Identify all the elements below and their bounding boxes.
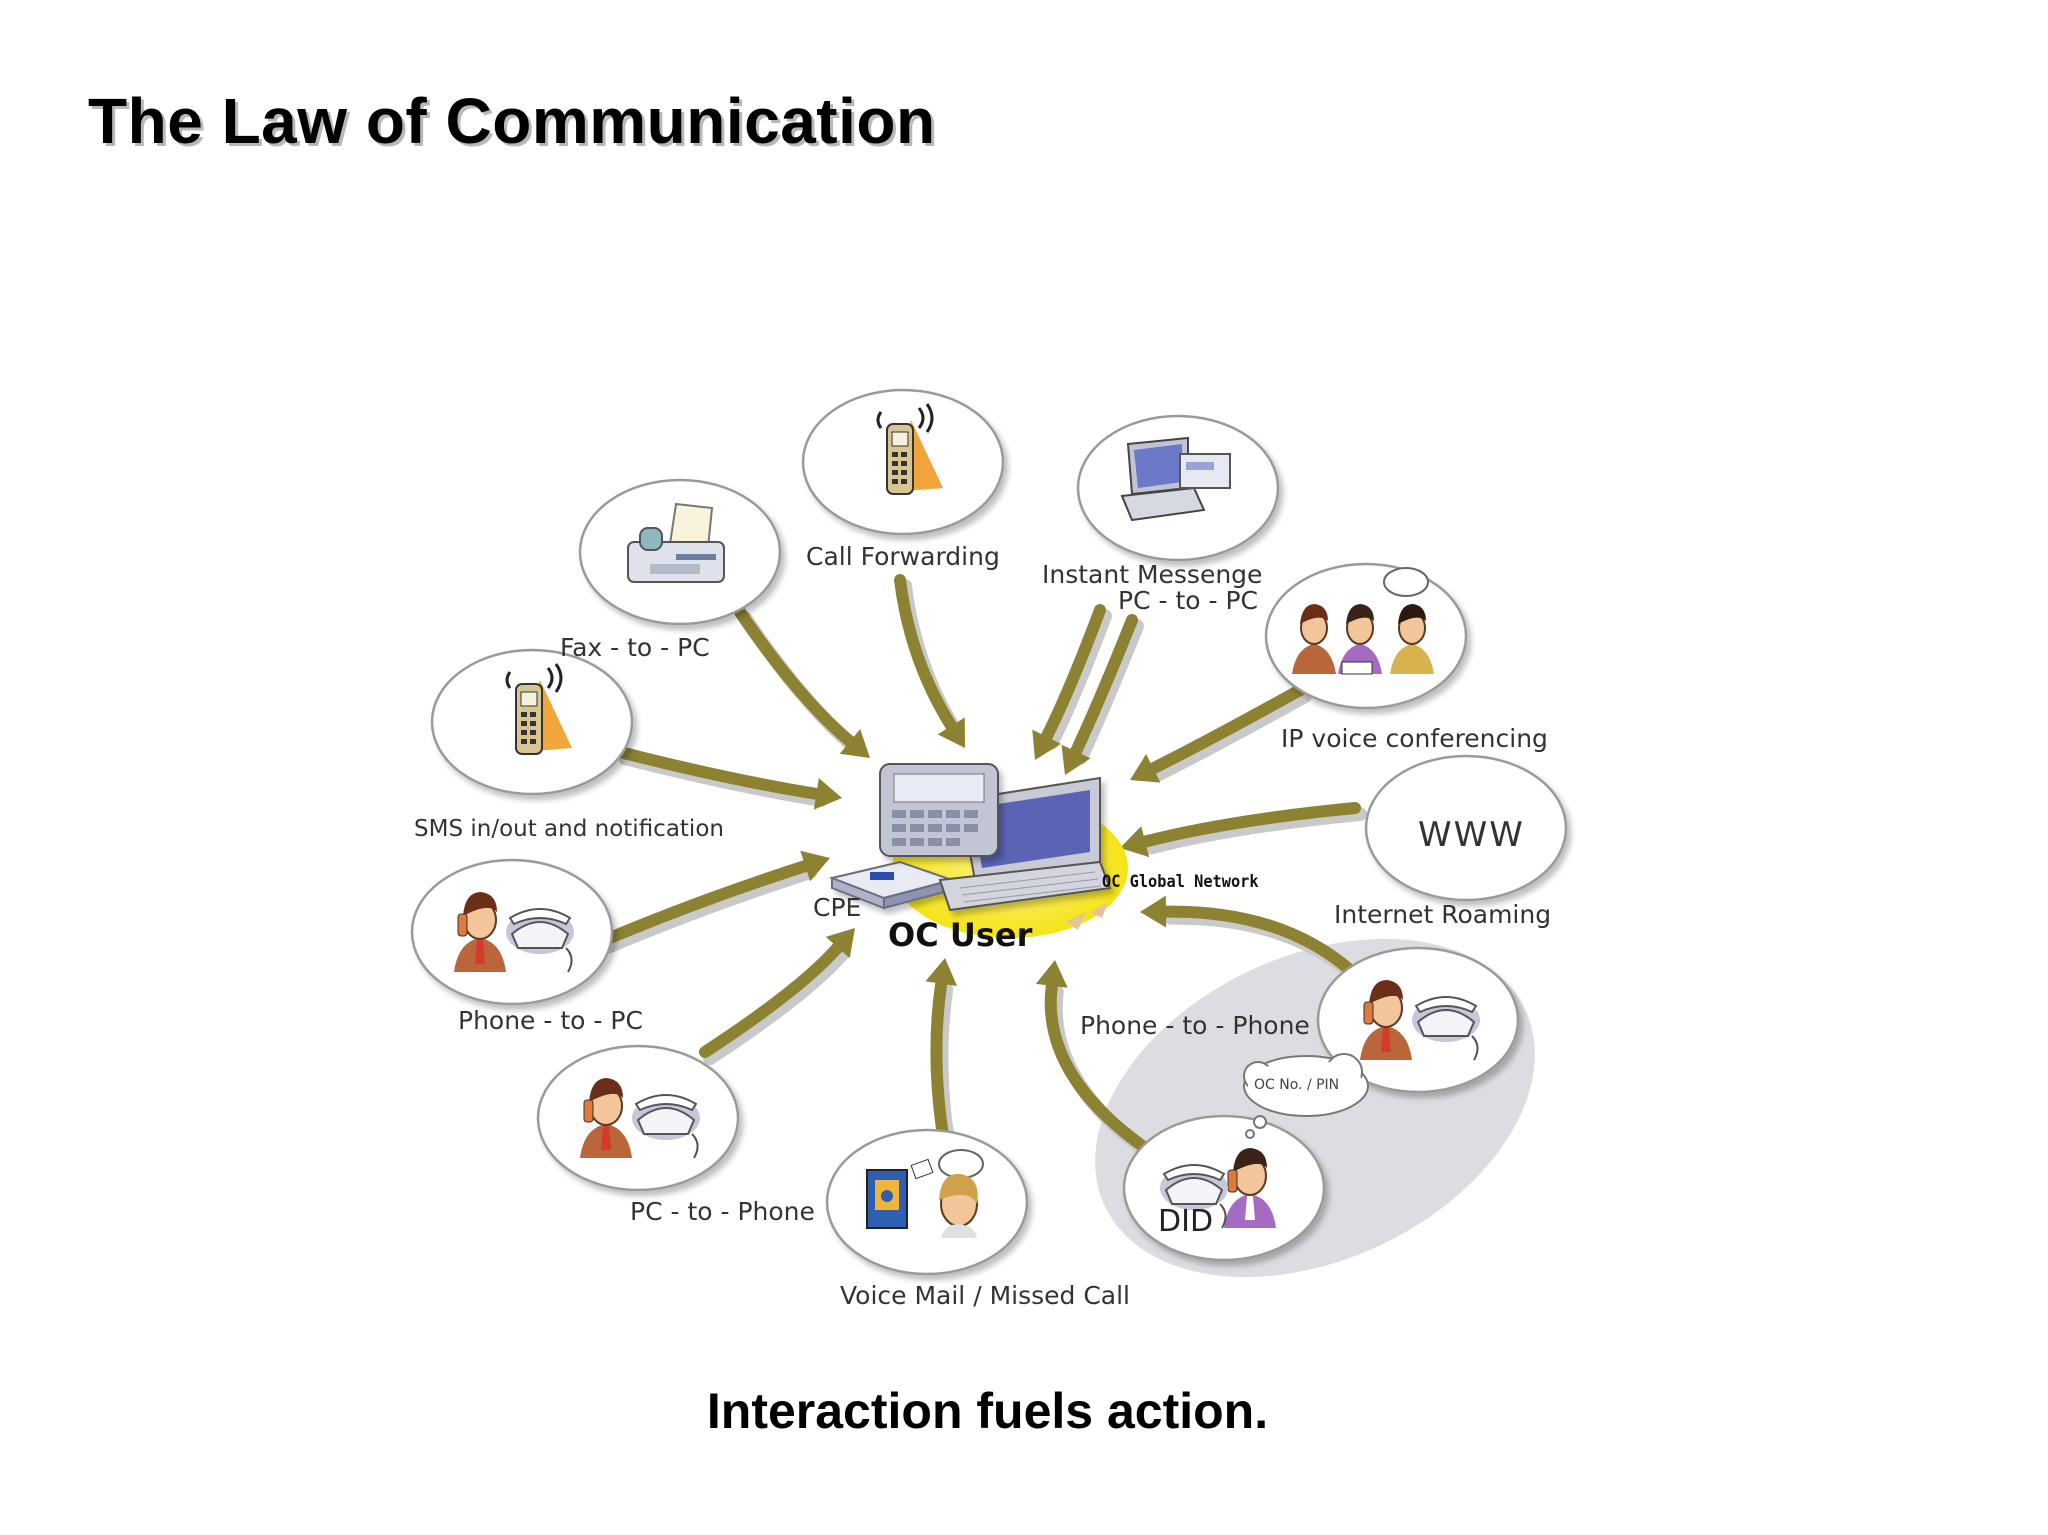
- label-sms: SMS in/out and notification: [414, 816, 724, 842]
- arrow-pc-to-pc: [1061, 614, 1144, 775]
- arrow-fax: [734, 606, 870, 758]
- handheld-device-icon: [879, 763, 999, 857]
- node-did: [1122, 1114, 1326, 1262]
- arrow-voice-mail: [925, 958, 958, 1161]
- node-ip-voice-conferencing: [1264, 562, 1468, 710]
- fax-machine-icon: [627, 502, 725, 583]
- arrow-pc-to-phone: [699, 928, 855, 1065]
- node-pc-to-phone: [536, 1044, 740, 1192]
- node-instant-messenger: [1076, 414, 1280, 562]
- oc-global-network-label: OC Global Network: [1102, 872, 1259, 892]
- arrow-instant-messenger: [1032, 604, 1112, 760]
- network-arrow-icon: [1066, 912, 1086, 930]
- label-pc-to-pc: PC - to - PC: [1118, 586, 1258, 615]
- arrow-internet: [1120, 802, 1367, 858]
- node-sms: [430, 648, 634, 796]
- label-phone-to-phone: Phone - to - Phone: [1080, 1011, 1310, 1040]
- arrow-group: [599, 574, 1367, 1171]
- label-instant-messenger: Instant Messenge: [1042, 560, 1263, 589]
- label-did: DID: [1158, 1204, 1214, 1239]
- voicemail-icon: [866, 1149, 984, 1238]
- cellphone-icon: [505, 663, 572, 755]
- label-internet-roaming: Internet Roaming: [1334, 900, 1552, 929]
- label-cpe: CPE: [813, 893, 862, 922]
- node-voice-mail: [825, 1128, 1029, 1276]
- network-arrow-icon: [1090, 902, 1108, 918]
- label-voice-mail: Voice Mail / Missed Call: [840, 1281, 1131, 1310]
- oc-user-hub: [828, 763, 1128, 938]
- laptop-icon: [938, 776, 1112, 912]
- arrow-ip-voice: [1130, 684, 1312, 783]
- www-badge: WWW: [1418, 815, 1525, 855]
- arrow-phone-to-pc: [599, 850, 830, 953]
- conference-people-icon: [1292, 567, 1434, 675]
- node-fax-to-pc: [578, 478, 782, 626]
- arrow-phone-to-phone-out: [1140, 895, 1362, 983]
- node-phone-to-phone: [1316, 946, 1520, 1094]
- label-fax-to-pc: Fax - to - PC: [560, 633, 710, 662]
- arrow-sms: [614, 746, 842, 810]
- woman-on-phone-icon: [1160, 1148, 1276, 1229]
- label-ip-voice-conferencing: IP voice conferencing: [1281, 724, 1548, 753]
- man-on-phone-icon: [454, 892, 574, 973]
- node-call-forwarding: [801, 388, 1005, 536]
- slide-caption: Interaction fuels action.: [706, 1383, 1269, 1439]
- laptop-icon: [1120, 436, 1231, 522]
- label-pc-to-phone: PC - to - Phone: [630, 1197, 815, 1226]
- arrow-did: [1035, 960, 1172, 1171]
- node-internet-roaming: [1364, 754, 1568, 902]
- oc-user-label: OC User: [888, 916, 1033, 954]
- thought-cloud-icon: [1243, 1053, 1369, 1139]
- cellphone-icon: [876, 403, 943, 495]
- man-on-phone-icon: [580, 1078, 700, 1159]
- label-phone-to-pc: Phone - to - PC: [458, 1006, 643, 1035]
- arrow-call-forwarding: [894, 574, 965, 748]
- node-phone-to-pc: [410, 858, 614, 1006]
- slide-title: The Law of Communication: [88, 85, 936, 157]
- man-on-phone-icon: [1360, 980, 1480, 1061]
- thought-cloud-text: OC No. / PIN: [1254, 1077, 1340, 1093]
- label-call-forwarding: Call Forwarding: [806, 542, 1000, 571]
